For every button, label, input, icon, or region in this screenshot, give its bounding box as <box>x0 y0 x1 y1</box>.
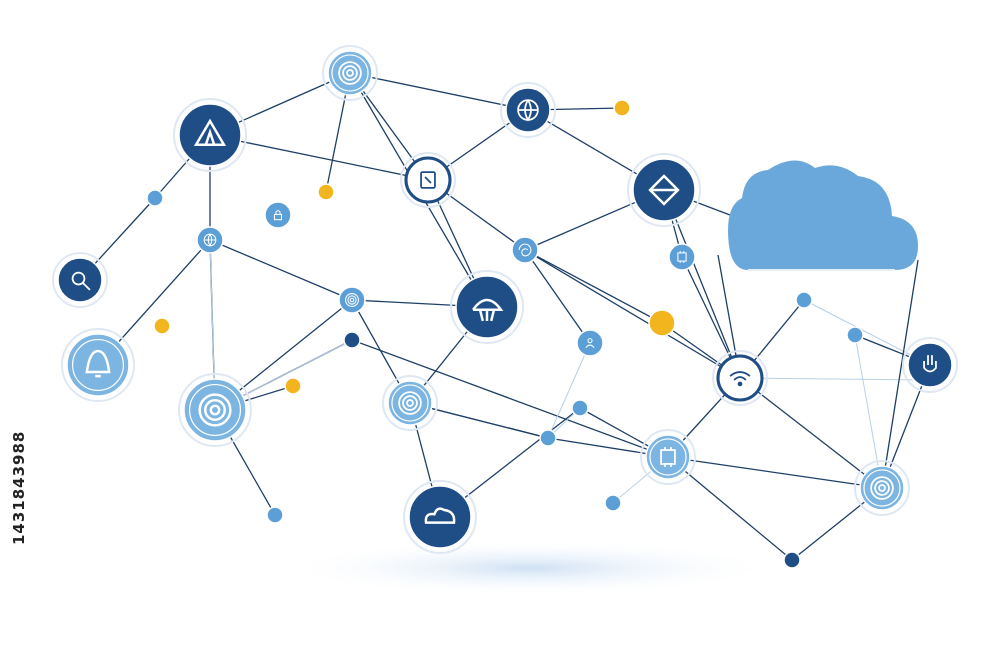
network-edge <box>667 456 883 489</box>
network-node-dot-icon <box>284 377 302 395</box>
network-node-person-icon <box>604 494 622 512</box>
network-edge-faint <box>739 377 931 381</box>
network-node-swirl-icon <box>511 236 539 264</box>
target-icon <box>198 393 232 427</box>
network-node-sun-icon <box>613 99 631 117</box>
network-edge <box>349 72 529 111</box>
cloud-icon <box>424 507 456 524</box>
diamond-icon <box>648 174 680 206</box>
network-node-chip-icon <box>668 243 696 271</box>
network-edge <box>209 239 353 301</box>
network-node-image-icon <box>153 317 171 335</box>
network-node-tent-icon <box>173 98 247 172</box>
network-node-bell-icon <box>61 328 135 402</box>
network-node-wifi-icon <box>712 350 768 406</box>
search-icon <box>71 271 91 291</box>
swirl-icon <box>518 243 532 257</box>
network-node-dot-icon <box>795 291 813 309</box>
network-node-dot-icon <box>343 331 361 349</box>
network-node-user-icon <box>576 329 604 357</box>
network-node-lock-icon <box>783 551 801 569</box>
network-edge <box>524 249 663 324</box>
stock-image-id: 1431843988 <box>10 430 28 545</box>
user-icon <box>585 338 595 349</box>
network-edge <box>209 134 429 181</box>
network-edge <box>409 402 549 439</box>
network-node-coin-icon <box>648 309 676 337</box>
network-node-hand-icon <box>902 337 958 393</box>
network-node-dot-icon <box>539 429 557 447</box>
network-node-check-icon <box>317 183 335 201</box>
lock-icon <box>273 210 283 221</box>
network-node-tablet-icon <box>400 152 456 208</box>
network-edge-faint <box>803 299 931 366</box>
cloud-shape <box>728 160 918 271</box>
network-node-target-icon <box>338 286 366 314</box>
hood-icon <box>472 298 504 322</box>
network-edge <box>739 377 883 489</box>
network-edge-faint <box>547 342 591 439</box>
globe-icon <box>517 99 539 122</box>
globe-icon <box>203 233 217 247</box>
chip-icon <box>677 251 687 263</box>
network-node-target-icon <box>178 373 252 447</box>
network-node-lock-icon <box>571 399 589 417</box>
tablet-icon <box>420 171 436 189</box>
hand-icon <box>923 355 937 373</box>
wifi-icon <box>729 371 751 387</box>
network-node-search-icon <box>52 252 108 308</box>
network-node-person-icon <box>846 326 864 344</box>
network-node-target-icon <box>854 460 910 516</box>
target-icon <box>870 476 894 500</box>
network-node-hood-icon <box>450 270 524 344</box>
target-icon <box>338 61 362 85</box>
network-nodes <box>52 45 958 569</box>
target-icon <box>398 391 422 415</box>
network-node-globe-icon <box>196 226 224 254</box>
network-node-lock-icon <box>264 201 292 229</box>
network-edge <box>524 249 741 379</box>
chip-icon <box>660 447 676 467</box>
network-node-target-icon <box>322 45 378 101</box>
network-edge <box>663 189 741 379</box>
network-node-diamond-icon <box>627 153 701 227</box>
network-node-dot-icon <box>266 506 284 524</box>
network-node-dot-icon <box>146 189 164 207</box>
bell-icon <box>85 349 111 378</box>
cloud-edge <box>881 259 919 489</box>
network-edge <box>351 339 669 458</box>
network-edge-faint <box>854 334 883 489</box>
target-icon <box>345 293 359 307</box>
network-node-cloud-icon <box>403 480 477 554</box>
network-node-chip-icon <box>640 429 696 485</box>
network-edge <box>524 249 591 344</box>
ground-shadow <box>280 540 780 596</box>
network-node-globe-icon <box>500 82 556 138</box>
network-node-target-icon <box>382 375 438 431</box>
tent-icon <box>193 118 227 147</box>
